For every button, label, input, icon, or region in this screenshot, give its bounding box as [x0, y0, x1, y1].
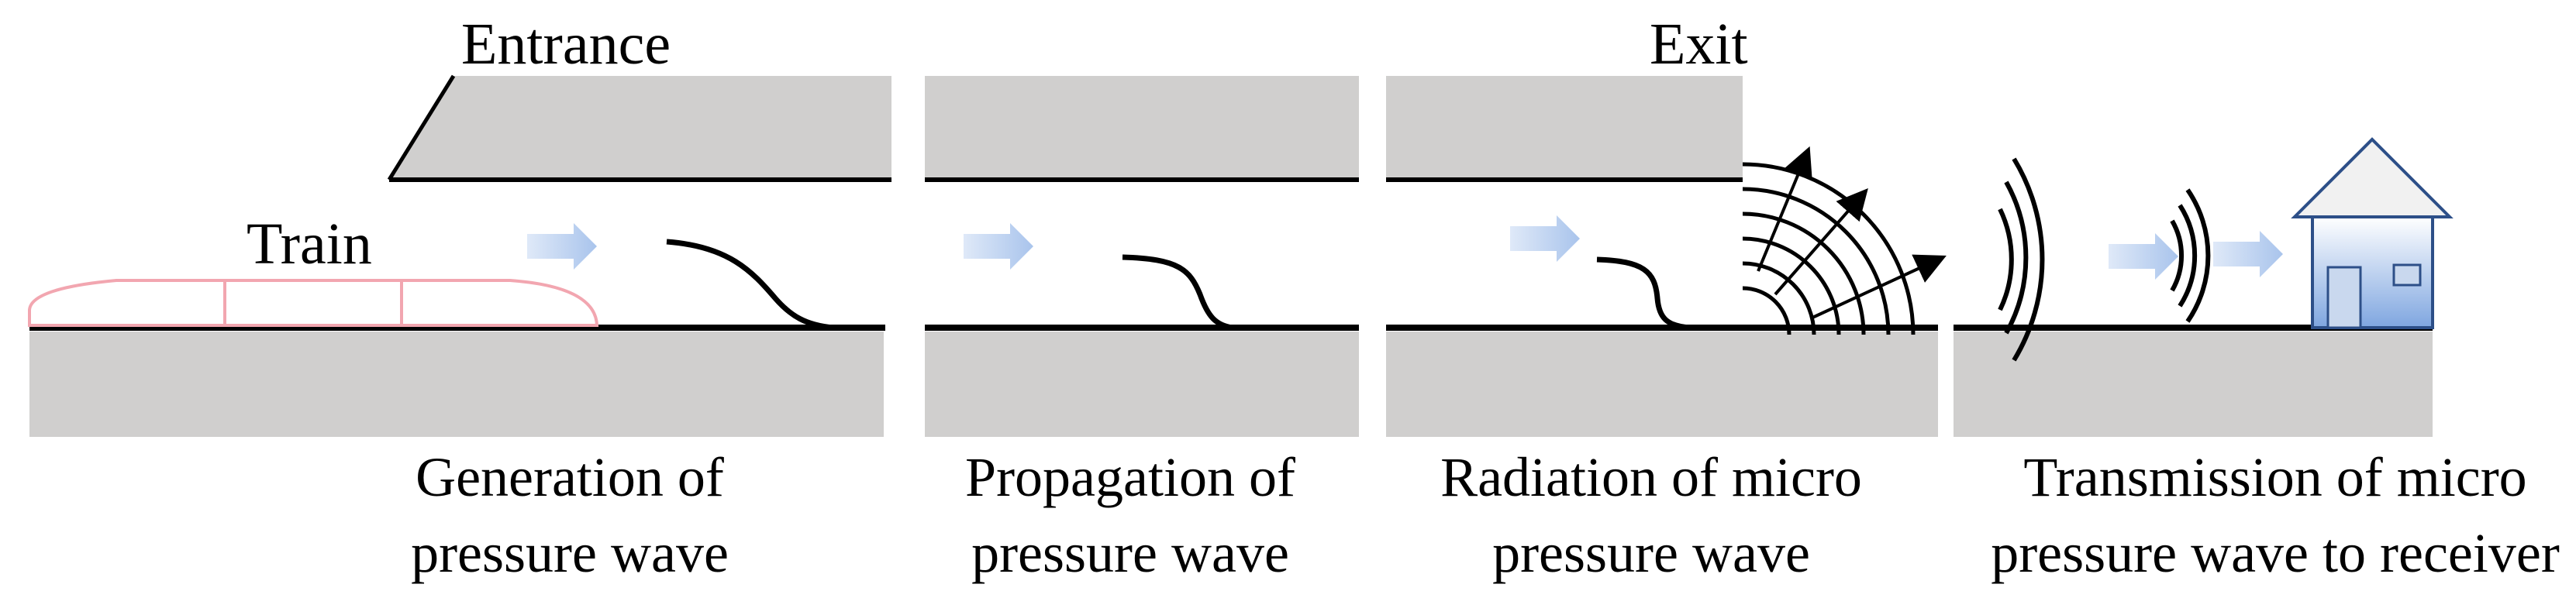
panel-transmission: Transmission of micro pressure wave to r…: [1954, 137, 2560, 584]
wave-arc: [2178, 204, 2198, 308]
wavefront-arc: [1742, 187, 1891, 335]
ground-block: [29, 332, 884, 437]
wavefront-arc: [1742, 286, 1791, 335]
pressure-wavefront: [1596, 256, 1691, 331]
tunnel-entrance-portal: [389, 76, 891, 180]
right-block-arrow-icon: [2109, 233, 2178, 280]
panel-radiation: Exit Radiation of micro pressure wave: [1386, 12, 1947, 584]
ground-block: [1386, 332, 1938, 437]
house-window: [2392, 263, 2422, 287]
wavefront-arc: [1742, 211, 1866, 335]
tunnel-block: [925, 76, 1359, 180]
arrow-icon: [1774, 187, 1868, 296]
wavefront-arc: [1742, 236, 1841, 335]
stage-title-line1: Radiation of micro: [1440, 446, 1862, 508]
entrance-label: Entrance: [461, 12, 671, 77]
tunnel-block: [1386, 76, 1743, 180]
stage-title-line2: pressure wave to receiver: [1991, 522, 2560, 584]
stage-title-line1: Propagation of: [965, 446, 1295, 508]
wavefront-arc: [1742, 261, 1816, 335]
stage-title-line2: pressure wave: [971, 522, 1289, 584]
ground-block: [925, 332, 1359, 437]
stage-title-line2: pressure wave: [1492, 522, 1810, 584]
pressure-wavefront: [1122, 254, 1233, 331]
stage-title-line2: pressure wave: [411, 522, 729, 584]
stage-title-line1: Generation of: [416, 446, 724, 508]
sound-wave-group-1: [1998, 157, 2045, 362]
wave-arc: [1998, 208, 2014, 311]
right-block-arrow-icon: [964, 223, 1033, 270]
arrow-icon: [1812, 254, 1947, 319]
panel-generation: Entrance Train Generation of pressure wa…: [28, 12, 891, 584]
pressure-wavefront: [666, 239, 834, 331]
radiation-direction-arrows: [1757, 146, 1947, 319]
sound-wave-group-2: [2170, 188, 2211, 323]
arrow-icon: [1757, 146, 1812, 272]
house-roof: [2291, 137, 2454, 218]
train-label: Train: [247, 211, 372, 277]
train: Train: [28, 211, 599, 327]
wave-arc: [2185, 188, 2211, 323]
ground-block: [1954, 332, 2433, 437]
tunnel-slant-edge: [387, 74, 456, 181]
right-block-arrow-icon: [1510, 215, 1580, 262]
stage-title-line1: Transmission of micro: [2023, 446, 2526, 508]
right-block-arrow-icon: [527, 223, 597, 270]
house-icon: [2291, 137, 2454, 329]
panel-propagation: Propagation of pressure wave: [925, 76, 1359, 584]
wave-arc: [2004, 180, 2029, 335]
exit-label: Exit: [1650, 12, 1748, 77]
train-body: [28, 279, 599, 327]
wave-arc: [2170, 219, 2185, 292]
right-block-arrow-icon: [2213, 231, 2283, 277]
house-door: [2326, 266, 2362, 329]
wave-arc: [2012, 157, 2045, 362]
